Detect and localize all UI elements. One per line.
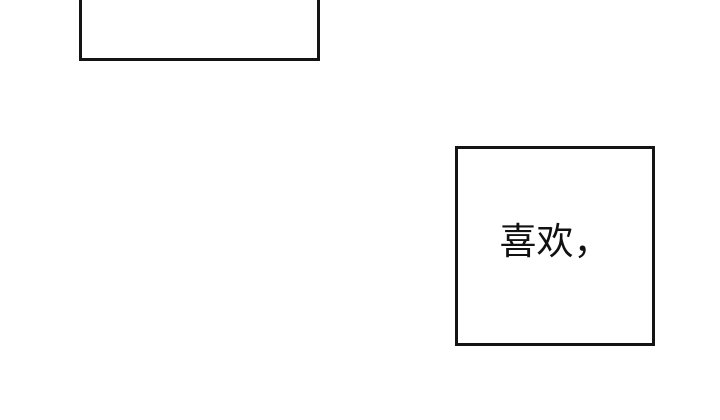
right-dialogue-panel: 喜欢， [455, 146, 655, 346]
top-left-panel [79, 0, 320, 61]
dialogue-text: 喜欢， [499, 220, 611, 263]
